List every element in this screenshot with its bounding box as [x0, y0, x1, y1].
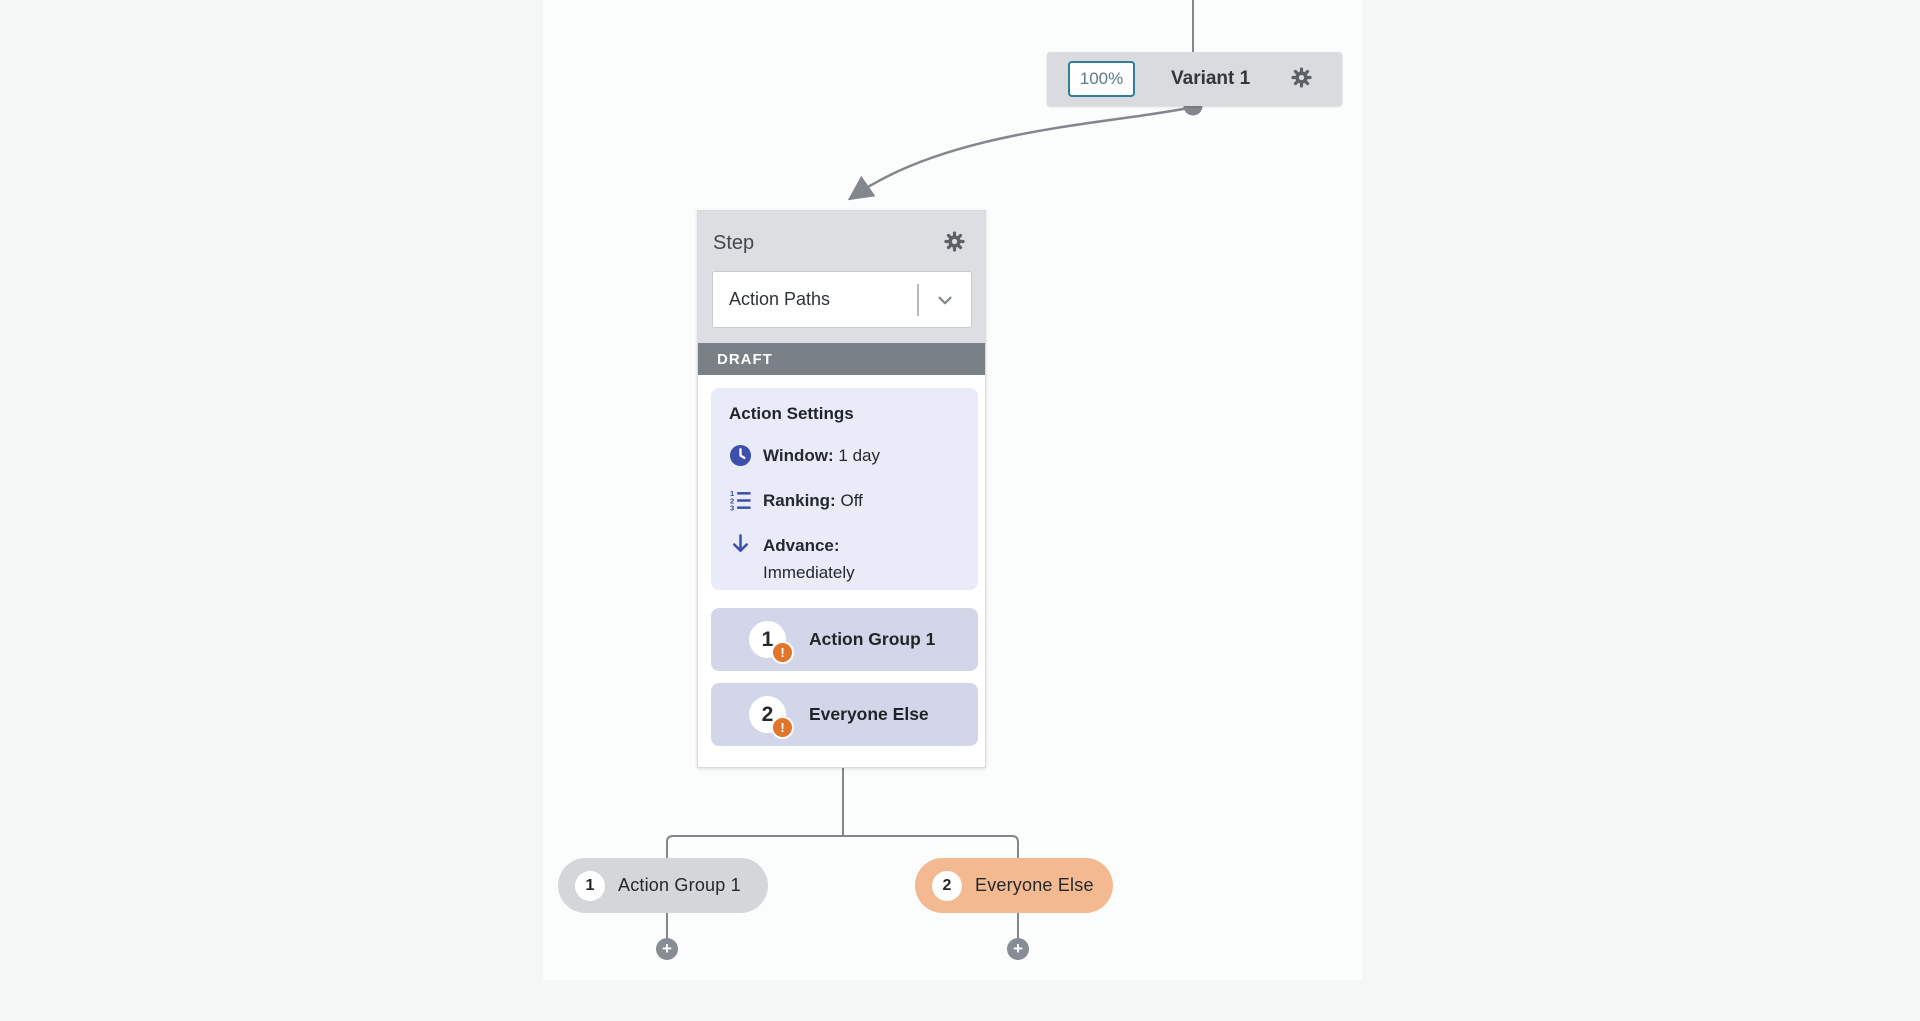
- branch-pill-action-group-1[interactable]: 1 Action Group 1: [558, 858, 768, 913]
- gear-icon: [1290, 67, 1312, 91]
- svg-text:3: 3: [730, 504, 734, 512]
- warning-icon: !: [771, 716, 794, 739]
- branch-label: Action Group 1: [618, 875, 741, 895]
- setting-value: Immediately: [763, 563, 855, 582]
- variant-percent-value: 100%: [1079, 69, 1124, 88]
- step-type-value: Action Paths: [729, 289, 831, 309]
- setting-value: Off: [840, 491, 863, 510]
- setting-row-advance: Advance: Immediately: [729, 532, 964, 586]
- branch-number-circle: 2: [932, 870, 962, 901]
- svg-text:2: 2: [730, 496, 734, 505]
- ranked-list-icon: 1 2 3: [729, 489, 752, 513]
- step-settings-button[interactable]: [941, 230, 967, 256]
- add-step-button-left[interactable]: +: [656, 938, 678, 960]
- step-type-dropdown[interactable]: Action Paths: [712, 271, 972, 328]
- variant-title: Variant 1: [1171, 68, 1251, 89]
- group-number: 1: [761, 627, 774, 651]
- variant-percent-input[interactable]: 100%: [1068, 61, 1135, 97]
- branch-number-circle: 1: [575, 870, 605, 901]
- setting-label: Ranking:: [763, 491, 836, 510]
- svg-text:1: 1: [730, 489, 735, 498]
- setting-row-window: Window: 1 day: [729, 442, 964, 469]
- group-label: Action Group 1: [809, 629, 936, 649]
- setting-row-ranking: 1 2 3 Ranking: Off: [729, 487, 964, 514]
- status-banner: DRAFT: [698, 343, 985, 375]
- variant-settings-button[interactable]: [1288, 66, 1314, 92]
- group-number-bubble: 2 !: [749, 696, 794, 739]
- add-step-button-right[interactable]: +: [1007, 938, 1029, 960]
- group-number-bubble: 1 !: [749, 621, 794, 664]
- clock-icon: [729, 444, 752, 467]
- status-label: DRAFT: [717, 350, 773, 368]
- warning-icon: !: [771, 641, 794, 664]
- action-group-row-1[interactable]: 1 ! Action Group 1: [711, 608, 978, 671]
- chevron-down-icon: [919, 289, 971, 311]
- down-arrow-icon: [729, 532, 752, 555]
- step-card: Step: [697, 210, 986, 768]
- setting-label: Window:: [763, 446, 834, 465]
- variant-node[interactable]: 100% Variant 1: [1047, 52, 1342, 106]
- action-group-row-2[interactable]: 2 ! Everyone Else: [711, 683, 978, 746]
- dropdown-divider: [917, 283, 919, 316]
- setting-value: 1 day: [838, 446, 880, 465]
- group-number: 2: [761, 702, 774, 726]
- plus-icon: +: [1013, 938, 1023, 958]
- branch-pill-everyone-else[interactable]: 2 Everyone Else: [915, 858, 1113, 913]
- group-label: Everyone Else: [809, 704, 929, 724]
- gear-icon: [943, 231, 965, 255]
- step-card-title: Step: [713, 232, 755, 254]
- branch-label: Everyone Else: [975, 875, 1094, 895]
- setting-label: Advance:: [763, 536, 840, 555]
- plus-icon: +: [662, 938, 672, 958]
- action-settings-box: Action Settings Window: 1 day: [711, 388, 978, 590]
- action-settings-title: Action Settings: [729, 404, 854, 423]
- step-card-header: Step: [698, 211, 985, 343]
